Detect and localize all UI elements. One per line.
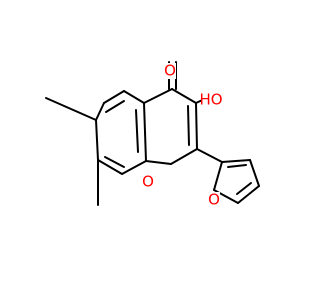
bond-benzene-double-3 [104,156,125,168]
label-bg-ring-oxygen [142,174,154,190]
bond-furan-double-2 [236,182,252,195]
label-bg-carbonyl-oxygen [164,63,176,79]
carbonyl-oxygen-label: O [164,62,176,80]
bond-pyranone-2 [171,88,197,104]
bond-furan-link [196,148,223,163]
bond-furan-5 [221,159,251,163]
bond-furan-4 [249,159,260,187]
bond-benzene-4 [121,160,147,175]
ring-oxygen-label: O [142,173,154,191]
bond-benzene-1 [103,90,125,104]
furan-oxygen-label: O [208,191,220,209]
bond-methyl-6 [45,97,97,121]
bond-pyranone-double [187,105,190,146]
hydroxyl-label: HO [199,91,222,109]
bond-furan-1 [213,161,223,191]
bond-pyranone-1 [143,88,173,104]
bond-furan-double-1 [227,164,247,168]
bond-benzene-7 [95,102,105,121]
bond-pyranone-3 [195,102,198,150]
structure-canvas: O HO O O [45,61,260,209]
bond-benzene-double-2 [135,109,139,153]
bond-furan-3 [237,185,260,204]
bond-pyranone-4 [170,148,198,165]
bond-benzene-2 [123,90,145,104]
label-bg-furan-oxygen [208,192,220,208]
bond-benzene-6 [95,119,99,161]
bond-benzene-double-1 [105,100,125,113]
bond-benzene-5 [97,159,123,175]
label-bg-hydroxyl [201,92,221,108]
bond-pyranone-5 [145,160,172,165]
molecule-structure: O HO O O [45,61,260,209]
bond-benzene-3 [143,102,147,162]
